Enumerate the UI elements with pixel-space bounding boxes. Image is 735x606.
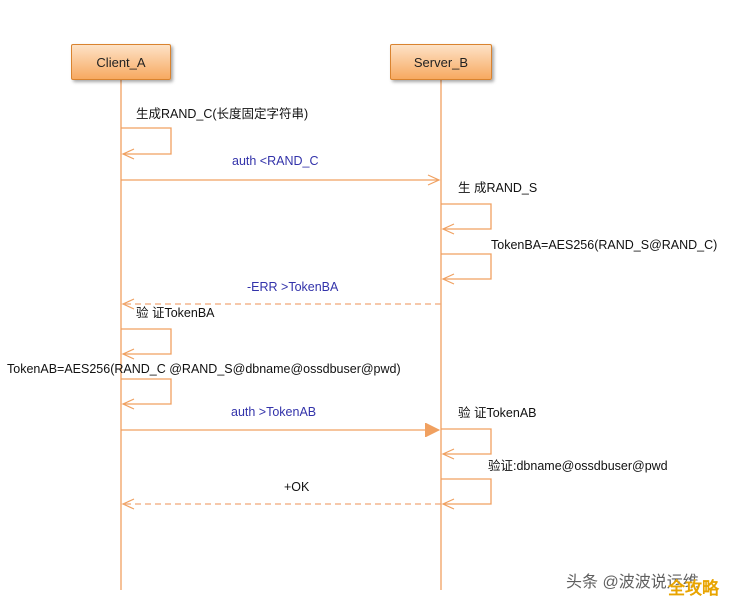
self-arrow-verify-token-ab (441, 428, 492, 460)
label-verify-token-ba: 验 证TokenBA (136, 306, 215, 320)
self-arrow-token-ba (441, 253, 492, 285)
label-ok: +OK (284, 480, 310, 494)
label-generate-rand-c: 生成RAND_C(长度固定字符串) (136, 107, 309, 121)
actor-server: Server_B (390, 44, 492, 80)
label-auth-token-ab: auth >TokenAB (231, 405, 317, 419)
self-arrow-generate-rand-s (441, 203, 492, 235)
label-verify-dbname: 验证:dbname@ossdbuser@pwd (488, 459, 668, 473)
actor-client: Client_A (71, 44, 171, 80)
label-token-ab: TokenAB=AES256(RAND_C @RAND_S@dbname@oss… (7, 362, 401, 376)
label-token-ba: TokenBA=AES256(RAND_S@RAND_C) (491, 238, 718, 252)
label-err-token-ba: -ERR >TokenBA (247, 280, 339, 294)
watermark-text: 头条 @波波说运维 (566, 574, 699, 591)
self-arrow-token-ab (121, 378, 172, 410)
label-auth-rand-c: auth <RAND_C (232, 154, 319, 168)
label-generate-rand-s: 生 成RAND_S (458, 181, 538, 195)
watermark-logo: 全攻略 (668, 579, 719, 598)
self-arrow-verify-dbname (441, 478, 492, 510)
actor-client-label: Client_A (96, 54, 146, 70)
self-arrow-verify-token-ba (121, 328, 172, 360)
self-arrow-generate-rand-c (121, 127, 172, 160)
actor-server-label: Server_B (413, 54, 469, 70)
label-verify-token-ab: 验 证TokenAB (458, 406, 537, 420)
